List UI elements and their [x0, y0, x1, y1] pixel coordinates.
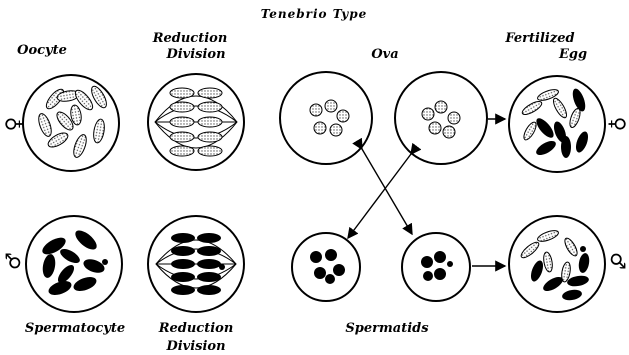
label-fertilized-egg-line2: Egg	[558, 47, 587, 62]
reduction-division-bottom-cell	[147, 215, 245, 313]
label-reduction-division-top-line1: Reduction	[152, 31, 228, 46]
label-reduction-division-bottom-line2: Division	[165, 339, 225, 354]
diagram-title: Tenebrio Type	[261, 7, 368, 21]
ovum-cell-1	[279, 71, 373, 165]
female-symbol-right: ♀	[606, 117, 629, 132]
ovum-cell-2	[394, 71, 488, 165]
male-symbol-right: ♂	[606, 252, 629, 270]
label-ova: Ova	[371, 47, 398, 62]
label-oocyte: Oocyte	[17, 43, 67, 58]
spermatid-cell-2	[401, 232, 471, 302]
arrow-cross-2	[347, 142, 422, 240]
male-symbol-left: ♂	[1, 252, 25, 270]
label-fertilized-egg-line1: Fertilized	[504, 31, 574, 46]
spermatid-cell-1	[291, 232, 361, 302]
label-spermatocyte: Spermatocyte	[25, 321, 125, 336]
spermatocyte-cell	[25, 215, 123, 313]
label-reduction-division-bottom-line1: Reduction	[158, 321, 234, 336]
reduction-division-top-cell	[147, 73, 245, 171]
oocyte-cell	[22, 74, 120, 172]
arrows	[347, 113, 507, 272]
female-symbol-left: ♀	[1, 117, 25, 132]
label-spermatids: Spermatids	[345, 321, 429, 336]
label-reduction-division-top-line2: Division	[165, 47, 225, 62]
zygote-cell-bottom	[508, 215, 606, 313]
fertilized-egg-cell	[508, 75, 606, 173]
